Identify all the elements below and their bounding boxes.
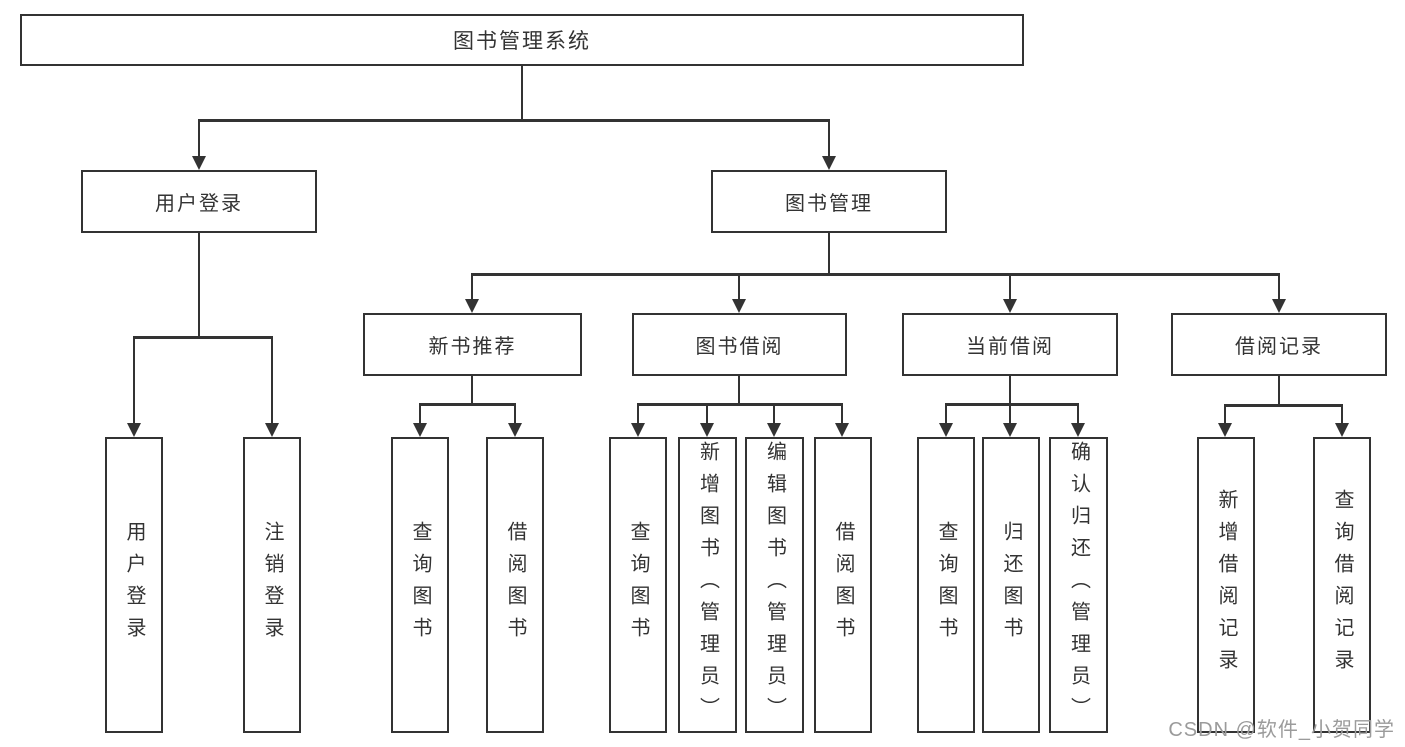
leaf-user-login: 用户登录 [105, 437, 163, 733]
leaf-query-books-1: 查询图书 [391, 437, 449, 733]
connector-current-borrow-bus [946, 403, 1078, 406]
leaf-return-book-label: 归还图书 [1000, 521, 1022, 649]
arrow-to-leaf-query-record [1335, 404, 1349, 437]
arrow-to-current-borrow [1003, 273, 1017, 313]
arrow-to-leaf-query-books-2 [631, 403, 645, 437]
leaf-confirm-return-admin-label: 确认归还（管理员） [1067, 441, 1090, 729]
arrow-to-leaf-query-books-3 [939, 403, 953, 437]
connector-new-book-stem [470, 376, 474, 405]
connector-level2-bus [199, 119, 829, 122]
leaf-borrow-books-1-label: 借阅图书 [504, 521, 526, 649]
leaf-query-books-1-label: 查询图书 [409, 521, 431, 649]
leaf-borrow-books-2: 借阅图书 [814, 437, 872, 733]
arrow-to-leaf-borrow-books-2 [835, 403, 849, 437]
arrow-to-new-book-recommend [465, 273, 479, 313]
leaf-logout-label: 注销登录 [261, 521, 283, 649]
node-new-book-recommend: 新书推荐 [363, 313, 582, 376]
leaf-add-book-admin: 新增图书（管理员） [678, 437, 737, 733]
leaf-add-book-admin-label: 新增图书（管理员） [696, 441, 719, 729]
arrow-to-leaf-return-book [1003, 403, 1017, 437]
leaf-add-borrow-record-label: 新增借阅记录 [1215, 489, 1237, 681]
node-book-borrow: 图书借阅 [632, 313, 847, 376]
node-book-management: 图书管理 [711, 170, 947, 233]
arrow-to-book-borrow [732, 273, 746, 313]
arrow-to-borrow-records [1272, 273, 1286, 313]
connector-new-book-bus [420, 403, 516, 406]
leaf-add-borrow-record: 新增借阅记录 [1197, 437, 1255, 733]
arrow-to-leaf-confirm-return [1071, 403, 1085, 437]
leaf-query-books-3: 查询图书 [917, 437, 975, 733]
leaf-confirm-return-admin: 确认归还（管理员） [1049, 437, 1108, 733]
connector-book-management-stem [827, 233, 831, 275]
leaf-query-books-2-label: 查询图书 [627, 521, 649, 649]
arrow-to-leaf-borrow-books-1 [508, 403, 522, 437]
arrow-to-leaf-add-book [700, 403, 714, 437]
connector-borrow-records-bus [1225, 404, 1342, 407]
leaf-query-borrow-record: 查询借阅记录 [1313, 437, 1371, 733]
leaf-query-books-2: 查询图书 [609, 437, 667, 733]
arrow-to-book-management [822, 119, 836, 170]
arrow-to-leaf-logout [265, 336, 279, 437]
connector-book-borrow-stem [737, 376, 741, 405]
arrow-to-leaf-edit-book [767, 403, 781, 437]
connector-book-borrow-bus [638, 403, 843, 406]
leaf-borrow-books-1: 借阅图书 [486, 437, 544, 733]
connector-borrow-records-stem [1277, 376, 1281, 406]
arrow-to-leaf-user-login [127, 336, 141, 437]
csdn-watermark: CSDN @软件_小贺同学 [1168, 719, 1395, 741]
arrow-to-user-login [192, 119, 206, 170]
node-current-borrow: 当前借阅 [902, 313, 1118, 376]
arrow-to-leaf-add-record [1218, 404, 1232, 437]
connector-user-login-bus [134, 336, 273, 339]
connector-level3-bus [472, 273, 1279, 276]
leaf-borrow-books-2-label: 借阅图书 [832, 521, 854, 649]
leaf-logout: 注销登录 [243, 437, 301, 733]
node-user-login: 用户登录 [81, 170, 317, 233]
node-borrow-records: 借阅记录 [1171, 313, 1387, 376]
leaf-user-login-label: 用户登录 [123, 521, 145, 649]
arrow-to-leaf-query-books-1 [413, 403, 427, 437]
leaf-query-books-3-label: 查询图书 [935, 521, 957, 649]
leaf-return-book: 归还图书 [982, 437, 1040, 733]
connector-current-borrow-stem [1008, 376, 1012, 405]
leaf-edit-book-admin: 编辑图书（管理员） [745, 437, 804, 733]
connector-user-login-stem [197, 233, 201, 338]
leaf-edit-book-admin-label: 编辑图书（管理员） [763, 441, 786, 729]
leaf-query-borrow-record-label: 查询借阅记录 [1331, 489, 1353, 681]
node-root: 图书管理系统 [20, 14, 1024, 66]
connector-root-stem [520, 66, 524, 119]
